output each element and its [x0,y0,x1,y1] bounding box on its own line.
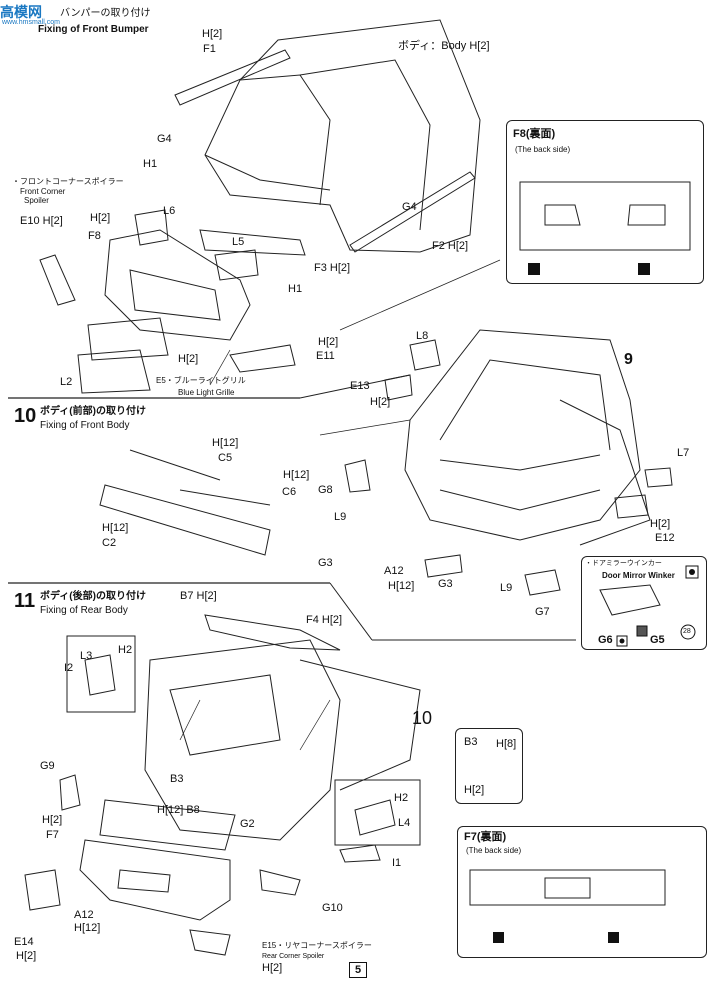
label-i1: I1 [392,857,402,869]
label-i2: I2 [64,662,74,674]
label-h12-a12b: H[12] [74,922,101,934]
step9-ref: 9 [624,351,633,368]
mirror-box-ref: 28 [683,628,691,635]
b3-box-b3: B3 [464,736,478,748]
f8-box-title: F8(裏面) [513,128,556,140]
label-l7: L7 [677,447,690,459]
label-f1: F1 [203,43,216,55]
blue-grille-en: Blue Light Grille [178,388,235,397]
f7-box-title: F7(裏面) [464,831,507,843]
label-h2-l3: H2 [118,644,133,656]
mirror-box-g6: G6 [598,634,613,646]
label-f8: F8 [88,230,101,242]
label-h2-e12: H[2] [650,518,671,530]
label-f7: F7 [46,829,59,841]
f7-back-side-box [457,826,707,958]
watermark-char: 高 [0,4,14,20]
front-corner-en1: Front Corner [20,187,66,196]
rear-corner-en: Rear Corner Spoiler [262,953,325,960]
step10-number: 10 [14,405,37,427]
watermark-logo: 高模网 [0,2,42,22]
label-e11: E11 [316,350,335,362]
rear-corner-jp: E15・リヤコーナースポイラー [262,941,372,950]
watermark-url: www.hmsmall.com [2,19,60,26]
label-g10: G10 [322,902,343,914]
door-mirror-winker-box [581,556,707,650]
label-e10: E10 H[2] [20,215,63,227]
mirror-box-title-en: Door Mirror Winker [602,571,675,580]
label-f2: F2 H[2] [432,240,469,252]
label-g4b: G4 [402,201,417,213]
label-h2-e11: H[2] [318,336,339,348]
label-f3: F3 H[2] [314,262,351,274]
mirror-box-g5: G5 [650,634,665,646]
label-h2-top: H[2] [202,28,223,40]
label-g9: G9 [40,760,55,772]
label-h2-l4: H2 [394,792,409,804]
step10-title-jp: ボディ(前部)の取り付け [40,406,146,417]
label-h2-e14: H[2] [16,950,37,962]
label-h12-c2: H[12] [102,522,129,534]
label-l2: L2 [60,376,73,388]
step11-title-jp: ボディ(後部)の取り付け [40,591,146,602]
label-h2-f8: H[2] [90,212,111,224]
blue-grille-jp: E5・ブルーライトグリル [156,376,246,385]
label-l4: L4 [398,817,411,829]
b3-box-h8: H[8] [496,738,517,750]
label-g4a: G4 [157,133,172,145]
label-l9b: L9 [500,582,513,594]
label-b3: B3 [170,773,184,785]
step8-title-jp: バンパーの取り付け [60,8,151,19]
b3-box-h2: H[2] [464,784,485,796]
label-h12-a12a: H[12] [388,580,415,592]
step10-ref: 10 [412,708,433,728]
label-h12-c6: H[12] [283,469,310,481]
label-e12: E12 [655,532,675,544]
label-l3: L3 [80,650,93,662]
label-h1b: H1 [288,283,303,295]
label-a12a: A12 [384,565,404,577]
label-h2-e5: H[2] [178,353,199,365]
label-body: ボディ：Body H[2] [398,40,490,52]
label-h12-c5: H[12] [212,437,239,449]
label-h2-f7: H[2] [42,814,63,826]
step11-number: 11 [14,590,36,612]
front-corner-en2: Spoiler [24,196,49,205]
step8-title-en: Fixing of Front Bumper [38,24,149,35]
label-g2: G2 [240,818,255,830]
f8-box-sub: (The back side) [515,145,571,154]
label-b7: B7 H[2] [180,590,217,602]
label-g3b: G3 [438,578,453,590]
label-e14: E14 [14,936,34,948]
label-c2: C2 [102,537,117,549]
label-h2-e13: H[2] [370,396,391,408]
label-l8: L8 [416,330,429,342]
step10-title-en: Fixing of Front Body [40,420,130,431]
mirror-box-title-jp: ・ドアミラーウインカー [585,560,662,567]
f7-box-sub: (The back side) [466,846,522,855]
label-g3a: G3 [318,557,333,569]
label-l9a: L9 [334,511,347,523]
b3-detail-box [455,728,523,804]
f8-back-side-box [506,120,704,284]
label-h2-e15: H[2] [262,962,283,974]
label-c6: C6 [282,486,297,498]
label-e13: E13 [350,380,370,392]
step11-title-en: Fixing of Rear Body [40,605,128,616]
watermark-name: 模网 [14,4,42,20]
label-l6: L6 [163,205,176,217]
label-c5: C5 [218,452,233,464]
front-corner-jp: ・フロントコーナースポイラー [12,177,124,186]
label-g8: G8 [318,484,333,496]
label-f4: F4 H[2] [306,614,343,626]
label-g7: G7 [535,606,550,618]
label-b8: H[12] B8 [157,804,200,816]
label-h1a: H1 [143,158,158,170]
page-number: 5 [349,962,367,978]
label-l5: L5 [232,236,245,248]
label-a12b: A12 [74,909,94,921]
